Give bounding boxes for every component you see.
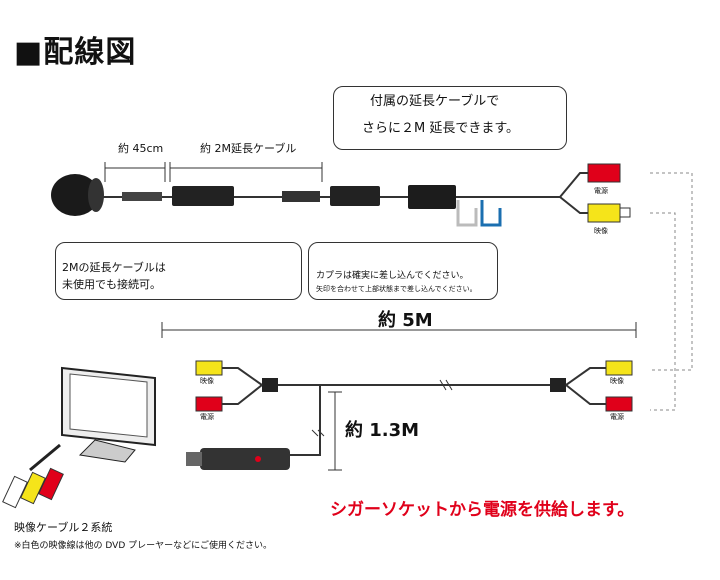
- label-power: 電源: [594, 187, 608, 195]
- callout-mid-line2: 矢印を合わせて上部状態まで差し込んでください。: [316, 285, 477, 293]
- coupler: [330, 186, 380, 206]
- ext-connector-b: [282, 191, 320, 202]
- callout-left-line2: 未使用でも接続可。: [62, 278, 161, 291]
- power-plug: [587, 163, 621, 183]
- label-rca-power-left: 電源: [200, 413, 214, 421]
- camera-icon: [51, 174, 104, 216]
- callout-left-line1: 2Mの延長ケーブルは: [62, 261, 166, 274]
- label-45cm: 約 45cm: [118, 142, 164, 155]
- callout-mid: [308, 242, 498, 300]
- callout-left: [55, 242, 302, 300]
- label-2m-extension: 約 2M延長ケーブル: [200, 142, 297, 155]
- label-video-cable: 映像ケーブル２系統: [14, 521, 113, 534]
- video-plug: [587, 203, 621, 223]
- ext-connector-a: [172, 186, 234, 206]
- label-note: ※白色の映像線は他の DVD プレーヤーなどにご使用ください。: [14, 541, 272, 551]
- label-video: 映像: [594, 227, 608, 235]
- label-1-3m: 約 1.3M: [345, 420, 420, 441]
- callout-mid-line1: カプラは確実に差し込んでください。: [316, 271, 469, 281]
- monitor-icon: [61, 366, 156, 463]
- page-title: ■配線図: [14, 35, 137, 70]
- label-cigar-power: シガーソケットから電源を供給します。: [330, 500, 635, 520]
- callout-extension: [333, 86, 567, 150]
- callout-extension-line1: 付属の延長ケーブルで: [370, 94, 500, 109]
- connector-45cm: [122, 192, 162, 201]
- label-rca-video-right: 映像: [610, 377, 624, 385]
- label-rca-video-left: 映像: [200, 377, 214, 385]
- label-5m: 約 5M: [378, 310, 433, 331]
- cigar-plug: [200, 448, 290, 470]
- callout-extension-line2: さらに２M 延長できます。: [362, 121, 520, 136]
- label-rca-power-right: 電源: [610, 413, 624, 421]
- junction-box: [408, 185, 456, 209]
